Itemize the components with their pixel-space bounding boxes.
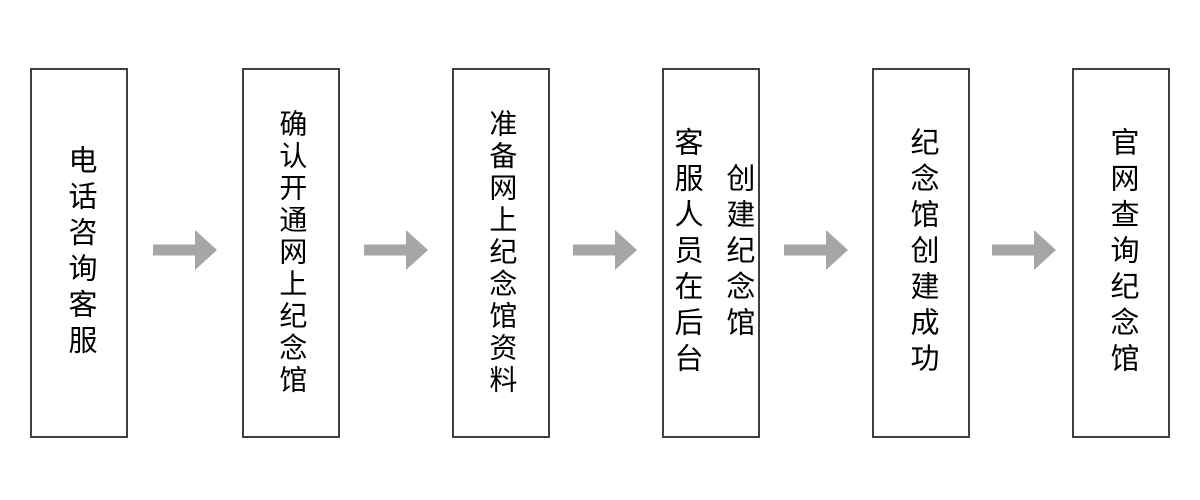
flow-step-label: 创建纪念馆 [721,163,754,343]
flow-step-label: 电话咨询客服 [63,145,96,361]
flow-step-label: 客服人员在后台 [670,127,702,379]
flow-step-label: 官网查询纪念馆 [1105,127,1138,379]
flow-step-2: 确认开通网上纪念馆 [242,68,340,438]
flow-step-5: 纪念馆创建成功 [872,68,970,438]
arrow-right-icon [573,228,637,272]
flow-step-label: 准备网上纪念馆资料 [486,109,518,397]
flow-step-label: 纪念馆创建成功 [905,127,938,379]
flow-step-label: 确认开通网上纪念馆 [276,109,308,397]
flow-step-3: 准备网上纪念馆资料 [452,68,550,438]
flow-step-4: 客服人员在后台 创建纪念馆 [662,68,760,438]
flow-step-6: 官网查询纪念馆 [1072,68,1170,438]
arrow-right-icon [784,228,848,272]
arrow-right-icon [364,228,428,272]
arrow-right-icon [153,228,217,272]
flow-step-1: 电话咨询客服 [30,68,128,438]
arrow-right-icon [992,228,1056,272]
